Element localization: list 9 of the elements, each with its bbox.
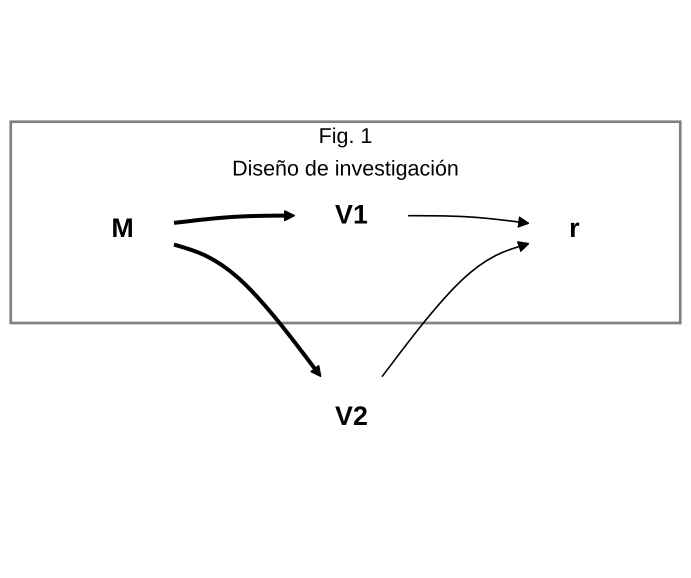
cluster	[9, 120, 682, 324]
node-text: V2	[335, 402, 368, 432]
arrow	[408, 214, 530, 228]
node-text: M	[111, 214, 134, 244]
arrow	[174, 209, 296, 224]
arrow	[381, 240, 530, 377]
arrow	[173, 242, 322, 377]
node-text: V1	[335, 200, 368, 230]
node-text: r	[569, 214, 580, 244]
